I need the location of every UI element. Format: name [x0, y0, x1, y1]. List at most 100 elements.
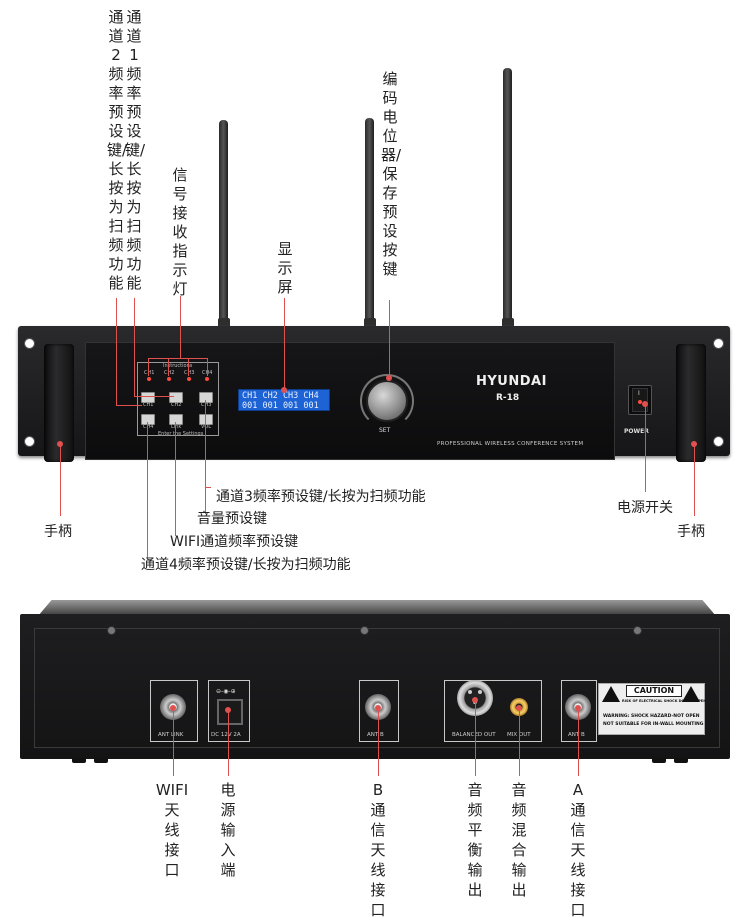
- callout-line: [60, 444, 61, 516]
- dc-polarity-icon: ⊖-◉-⊕: [216, 688, 236, 695]
- ch2-preset-button[interactable]: [169, 392, 183, 403]
- screw: [633, 626, 642, 635]
- callout-dot: [57, 441, 63, 447]
- ant-link-label: ANT LINK: [158, 732, 184, 738]
- ant-b-box: [359, 680, 399, 742]
- lcd-line-2: 001 001 001 001: [242, 401, 319, 411]
- callout-line: [148, 358, 208, 359]
- callout-line: [519, 708, 520, 776]
- callout-b-antenna: B通信天线接口: [370, 781, 386, 919]
- callout-line: [475, 700, 476, 776]
- dc-box: [208, 680, 250, 742]
- callout-mix-output: 音频混合输出: [511, 781, 527, 899]
- callout-dot: [691, 441, 697, 447]
- callout-wifi-antenna-head: WIFI: [155, 781, 189, 799]
- volume-preset-button[interactable]: [199, 414, 213, 425]
- callout-line: [180, 296, 181, 358]
- callout-line: [148, 358, 149, 376]
- power-indicator-icon: [638, 400, 642, 404]
- callout-line: [694, 444, 695, 516]
- back-chassis-top: [38, 600, 716, 616]
- warning-text-1: WARNING: SHOCK HAZARD-NOT OPEN: [603, 714, 700, 719]
- callout-dot: [281, 387, 287, 393]
- callout-line: [173, 708, 174, 776]
- instructions-frame: [137, 362, 219, 436]
- callout-line: [134, 298, 135, 396]
- ch4-preset-button[interactable]: [141, 414, 155, 425]
- antenna-left: [219, 120, 228, 330]
- callout-dot: [386, 375, 392, 381]
- callout-wifi-antenna-char: 线: [164, 821, 180, 839]
- chassis-foot: [72, 758, 86, 763]
- mix-out-label: MIX OUT: [507, 732, 531, 738]
- rack-ear-hole: [24, 338, 35, 349]
- button-label-ch1: CH1: [143, 402, 154, 408]
- xlr-pin: [478, 690, 482, 694]
- wifi-preset-button[interactable]: [169, 414, 183, 425]
- warning-text-2: NOT SUITABLE FOR IN-WALL MOUNTING: [603, 722, 704, 727]
- power-mark: I: [638, 390, 640, 397]
- ant-b-label: ANT B: [367, 732, 384, 738]
- callout-dot: [375, 705, 381, 711]
- callout-line: [168, 358, 169, 376]
- callout-line: [175, 422, 176, 536]
- ch3-preset-button[interactable]: [199, 392, 213, 403]
- signal-led: [167, 377, 171, 381]
- callout-line: [147, 422, 148, 560]
- callout-line: [116, 298, 117, 406]
- xlr-pin: [468, 690, 472, 694]
- callout-line: [228, 710, 229, 776]
- balanced-out-label: BALANCED OUT: [452, 732, 496, 738]
- button-label-ch4: CH4: [143, 424, 154, 430]
- callout-dot: [575, 705, 581, 711]
- dc-label: DC 12V 2A: [211, 732, 241, 738]
- lcd-line-1: CH1 CH2 CH3 CH4: [242, 391, 319, 401]
- callout-line: [389, 300, 390, 378]
- model-name: R-18: [496, 393, 520, 403]
- signal-led: [187, 377, 191, 381]
- callout-wifi-preset: WIFI通道频率预设键: [170, 534, 299, 550]
- callout-volume-preset: 音量预设键: [197, 511, 267, 527]
- caution-title: CAUTION: [626, 685, 682, 697]
- callout-dot: [516, 705, 522, 711]
- callout-line: [645, 404, 646, 492]
- button-label-ch3: CH3: [201, 402, 212, 408]
- caution-small-text: RISK OF ELECTRICAL SHOCK DO NOT OPEN: [622, 699, 707, 703]
- ch1-preset-button[interactable]: [141, 392, 155, 403]
- led-label-ch3: CH3: [184, 370, 195, 376]
- screw: [107, 626, 116, 635]
- callout-handle-right: 手柄: [677, 524, 705, 540]
- settings-label: Enter the Settings: [158, 431, 204, 437]
- callout-dot: [170, 705, 176, 711]
- rack-ear-hole: [713, 436, 724, 447]
- callout-a-antenna: A通信天线接口: [570, 781, 586, 919]
- button-label-vol: VOL: [201, 424, 212, 430]
- warning-triangle-icon: [682, 686, 700, 702]
- chassis-foot: [94, 758, 108, 763]
- callout-wifi-antenna-char: 接: [164, 841, 180, 859]
- chassis-foot: [674, 758, 688, 763]
- callout-line: [134, 396, 174, 397]
- rack-ear-hole: [24, 436, 35, 447]
- callout-line: [205, 422, 206, 514]
- signal-led: [147, 377, 151, 381]
- antenna-middle: [365, 118, 374, 330]
- callout-ch2-preset: 通道2频率预设键/长按为扫频功能: [107, 8, 128, 292]
- chassis-foot: [652, 758, 666, 763]
- callout-ch1-preset: 通道1频率预设键/长按为扫频功能: [125, 8, 146, 292]
- led-label-ch1: CH1: [144, 370, 155, 376]
- button-label-link: Link: [171, 424, 182, 430]
- tagline: PROFESSIONAL WIRELESS CONFERENCE SYSTEM: [437, 441, 584, 447]
- brand-logo: HYUNDAI: [476, 374, 547, 389]
- callout-power-switch: 电源开关: [617, 500, 673, 516]
- encoder-knob[interactable]: [366, 380, 408, 422]
- callout-ch3-preset: 通道3频率预设键/长按为扫频功能: [216, 489, 426, 505]
- screw: [360, 626, 369, 635]
- callout-line: [188, 358, 189, 376]
- signal-led: [205, 377, 209, 381]
- callout-dot: [472, 697, 478, 703]
- audio-out-box: [444, 680, 542, 742]
- callout-dot: [225, 707, 231, 713]
- callout-dot: [642, 401, 648, 407]
- power-label: POWER: [624, 428, 649, 435]
